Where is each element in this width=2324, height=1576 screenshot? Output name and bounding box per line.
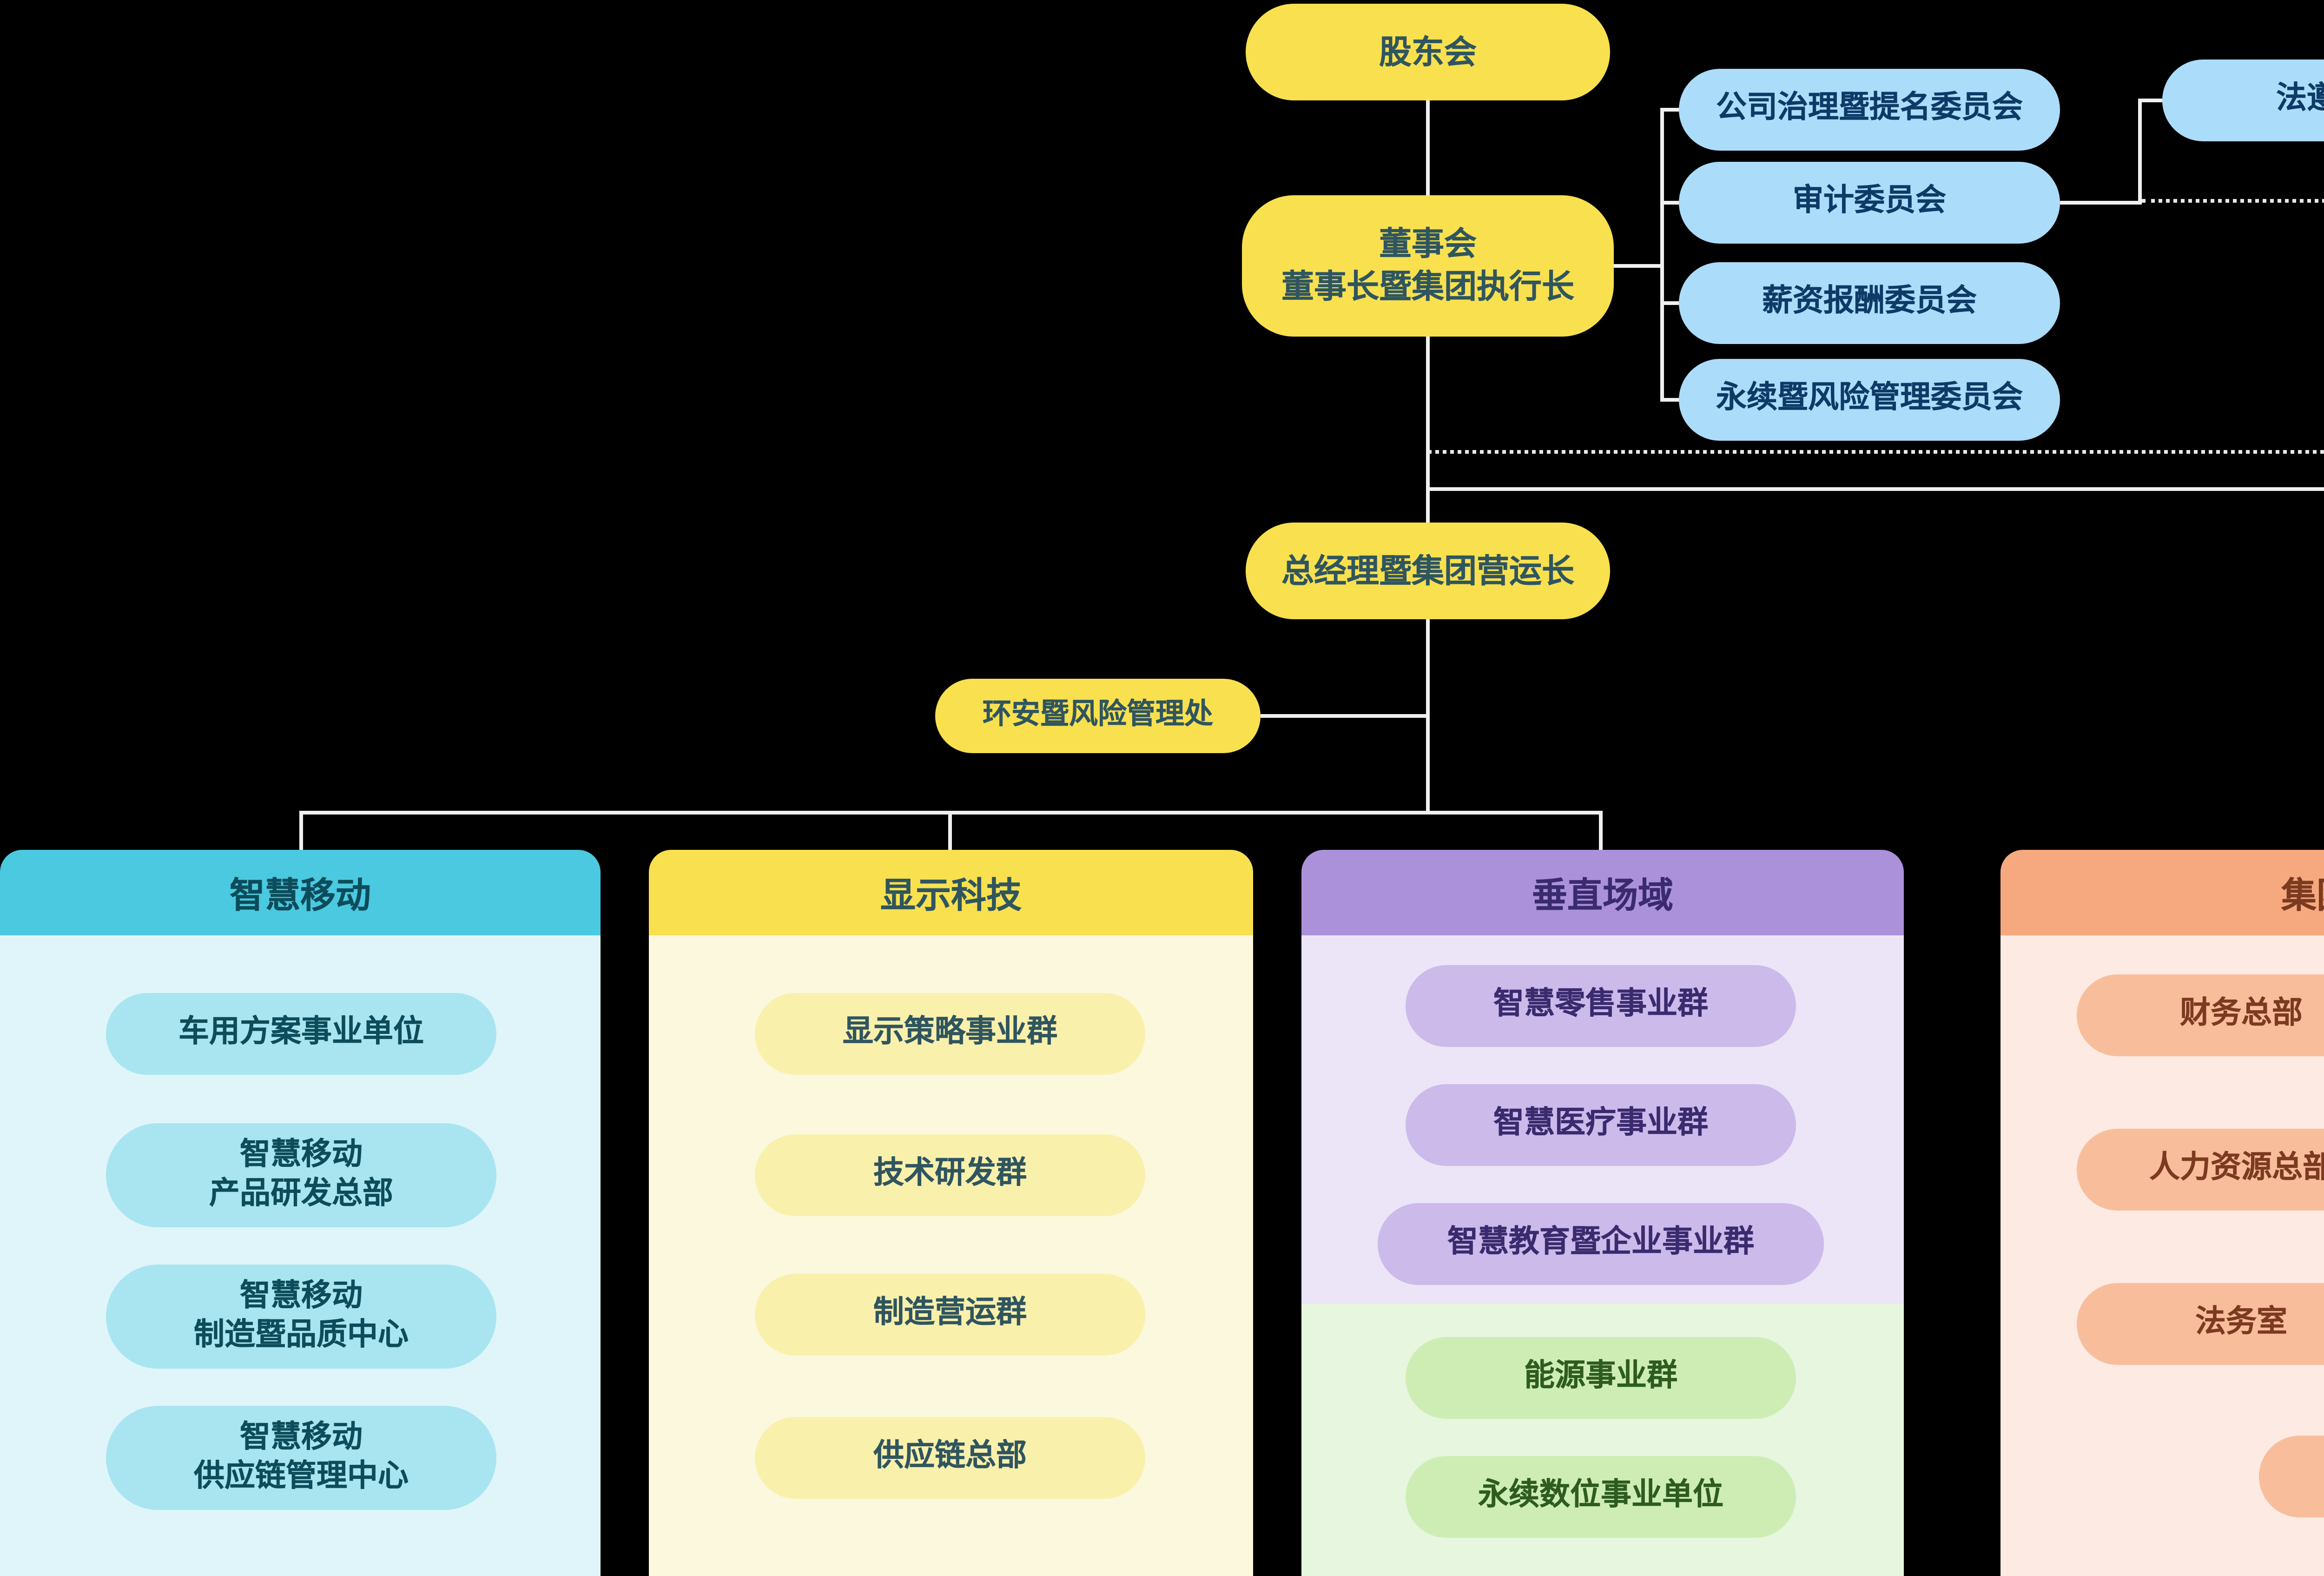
unit-supply-chain-hq: 供应链总部 bbox=[755, 1417, 1145, 1499]
connector-committee-bracket bbox=[1660, 108, 1664, 402]
node-chief-compliance-counsel: 法遵总顾问 bbox=[2162, 60, 2324, 141]
unit-smart-medical: 智慧医疗事业群 bbox=[1406, 1084, 1796, 1166]
connector-ehs-stub bbox=[1261, 714, 1428, 718]
unit-tech-rd-group: 技术研发群 bbox=[755, 1134, 1145, 1216]
committee-audit: 审计委员会 bbox=[1679, 162, 2060, 244]
unit-legal-office: 法务室 bbox=[2077, 1283, 2324, 1365]
unit-energy-group: 能源事业群 bbox=[1406, 1337, 1796, 1419]
connector-drop-smart-mobility bbox=[299, 811, 303, 850]
unit-mfg-operations-group: 制造营运群 bbox=[755, 1274, 1145, 1356]
unit-smart-retail: 智慧零售事业群 bbox=[1406, 965, 1796, 1047]
node-board-chairman: 董事会 董事长暨集团执行长 bbox=[1242, 195, 1614, 337]
unit-sm-supply-chain: 智慧移动 供应链管理中心 bbox=[106, 1406, 496, 1510]
unit-smart-education-enterprise: 智慧教育暨企业事业群 bbox=[1378, 1203, 1824, 1285]
unit-hr-hq: 人力资源总部 bbox=[2077, 1129, 2324, 1211]
unit-display-strategy: 显示策略事业群 bbox=[755, 993, 1145, 1075]
connector-committee-stub-1 bbox=[1660, 108, 1683, 112]
bu-header-group-support: 集团营运支援单位 bbox=[2000, 850, 2324, 935]
dotted-compliance-trunk bbox=[1428, 450, 2324, 454]
node-shareholders: 股东会 bbox=[1246, 4, 1610, 100]
connector-audit-compliance-h bbox=[2060, 201, 2142, 205]
node-ehs-risk-office: 环安暨风险管理处 bbox=[935, 679, 1261, 753]
unit-sm-product-rd: 智慧移动 产品研发总部 bbox=[106, 1123, 496, 1227]
connector-coo-distribution bbox=[1426, 619, 1430, 814]
committee-sustainability-risk: 永续暨风险管理委员会 bbox=[1679, 359, 2060, 441]
connector-committee-stub-4 bbox=[1660, 398, 1683, 402]
connector-committee-stub-3 bbox=[1660, 301, 1683, 305]
connector-support-branch-h bbox=[1426, 487, 2324, 491]
bu-header-smart-mobility: 智慧移动 bbox=[0, 850, 601, 935]
connector-drop-vertical-domain bbox=[1599, 811, 1603, 850]
connector-drop-display-tech bbox=[948, 811, 952, 850]
connector-committee-stub-2 bbox=[1660, 201, 1683, 205]
dotted-audit-right bbox=[2142, 199, 2324, 203]
unit-finance-hq: 财务总部 bbox=[2077, 974, 2324, 1056]
unit-automotive-solutions: 车用方案事业单位 bbox=[106, 993, 496, 1075]
committee-governance-nomination: 公司治理暨提名委员会 bbox=[1679, 69, 2060, 151]
connector-board-coo bbox=[1426, 337, 1430, 523]
connector-compliance-stub bbox=[2138, 99, 2164, 102]
unit-sustainable-digital: 永续数位事业单位 bbox=[1406, 1456, 1796, 1538]
bu-header-vertical-domain: 垂直场域 bbox=[1301, 850, 1904, 935]
bu-header-display-tech: 显示科技 bbox=[649, 850, 1253, 935]
committee-compensation: 薪资报酬委员会 bbox=[1679, 262, 2060, 344]
connector-shareholders-board bbox=[1426, 100, 1430, 195]
unit-sm-mfg-quality: 智慧移动 制造暨品质中心 bbox=[106, 1265, 496, 1369]
connector-audit-compliance-v bbox=[2138, 99, 2142, 205]
connector-board-bracket bbox=[1614, 264, 1662, 268]
node-president-coo: 总经理暨集团营运长 bbox=[1246, 523, 1610, 619]
unit-audit-management-office: 稽核管理处 bbox=[2259, 1436, 2324, 1517]
